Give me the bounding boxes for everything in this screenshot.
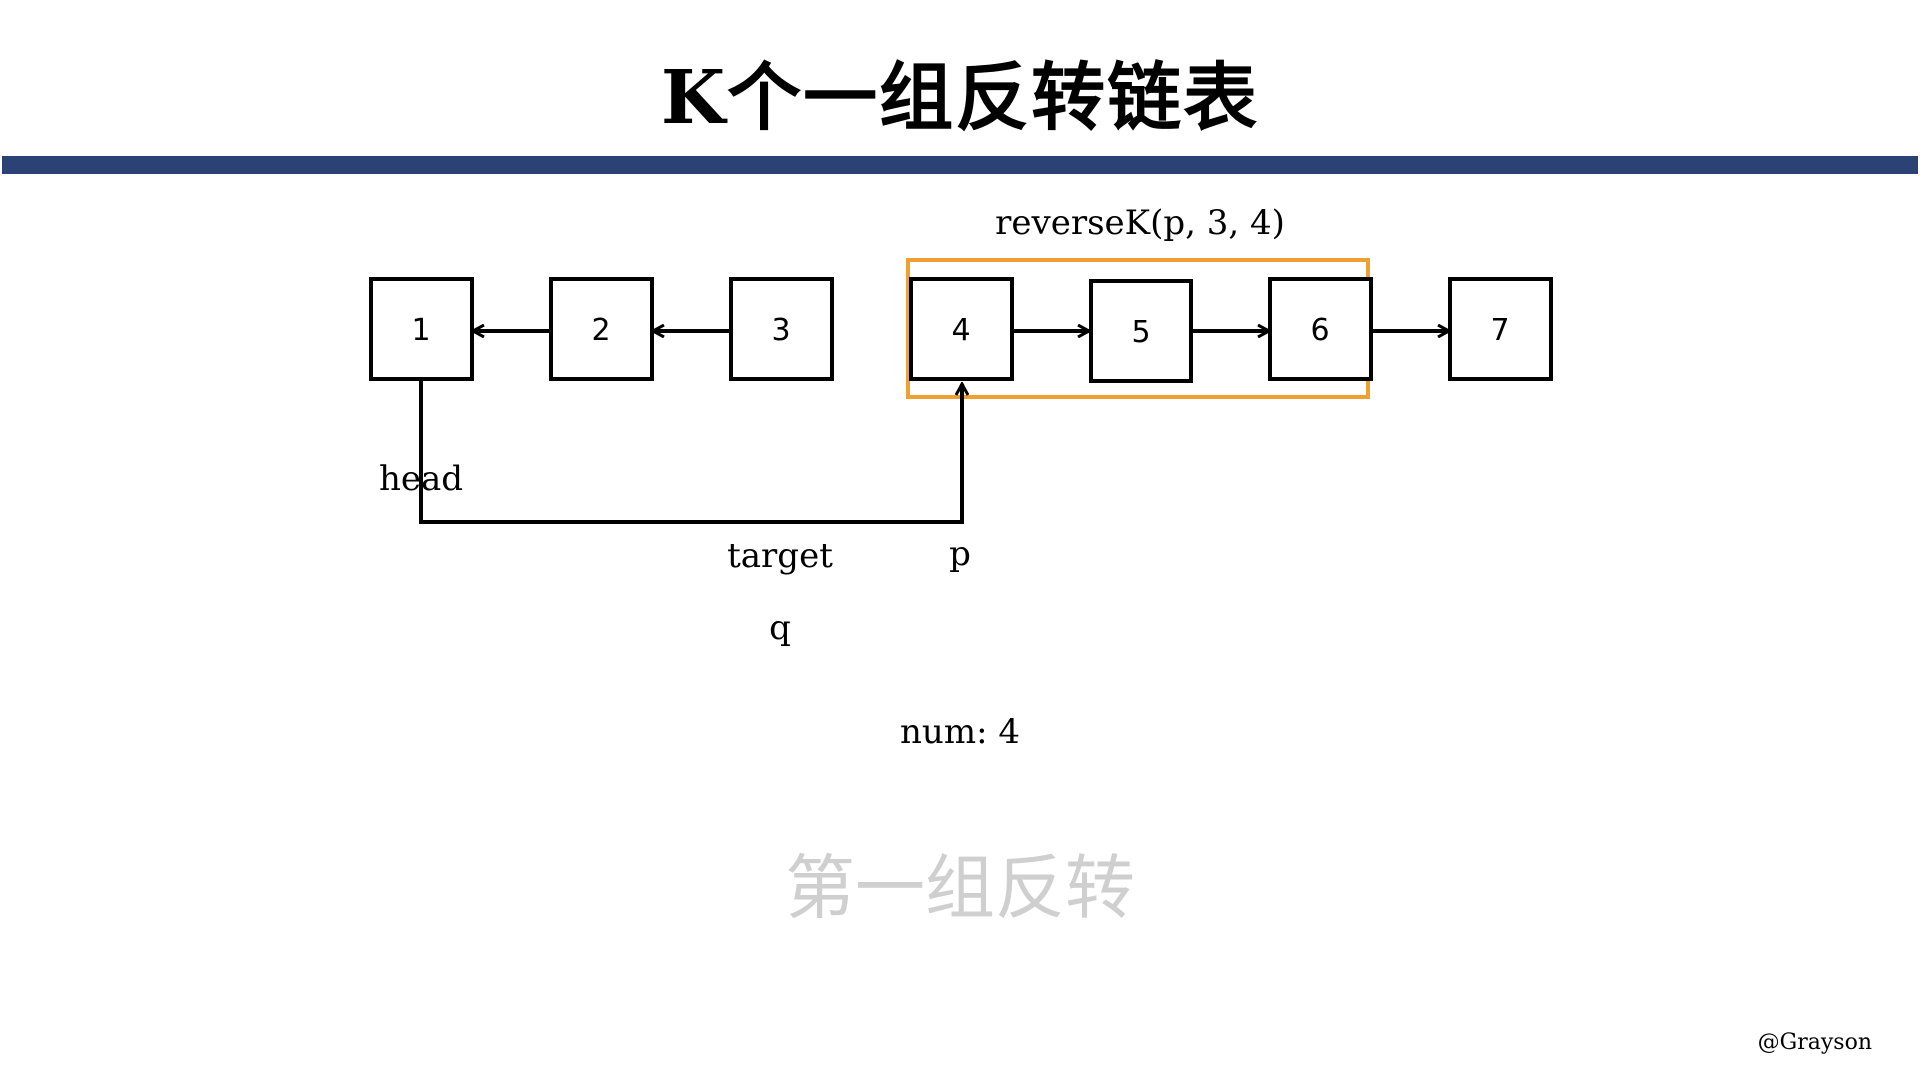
p-pointer-label: p — [949, 534, 971, 574]
node-value: 2 — [591, 313, 610, 348]
head-pointer-label: head — [379, 459, 463, 499]
list-node-4: 4 — [909, 277, 1014, 381]
num-counter: num: 4 — [900, 712, 1020, 752]
node-value: 7 — [1490, 313, 1509, 348]
list-node-3: 3 — [729, 277, 834, 381]
node-value: 5 — [1131, 315, 1150, 350]
author-credit: @Grayson — [1758, 1030, 1872, 1055]
reverse-call-label: reverseK(p, 3, 4) — [995, 203, 1285, 243]
list-node-6: 6 — [1268, 277, 1373, 381]
target-pointer-label: target — [727, 536, 833, 576]
node-value: 3 — [771, 313, 790, 348]
list-node-1: 1 — [369, 277, 474, 381]
list-node-7: 7 — [1448, 277, 1553, 381]
node-value: 6 — [1310, 313, 1329, 348]
step-subtitle: 第一组反转 — [785, 847, 1135, 929]
page-title: K个一组反转链表 — [660, 55, 1260, 141]
arrow-1-to-4 — [419, 380, 962, 524]
node-value: 4 — [951, 313, 970, 348]
title-divider-bar — [2, 156, 1918, 174]
q-pointer-label: q — [769, 608, 791, 648]
list-node-5: 5 — [1089, 279, 1193, 383]
list-node-2: 2 — [549, 277, 654, 381]
node-value: 1 — [411, 313, 430, 348]
